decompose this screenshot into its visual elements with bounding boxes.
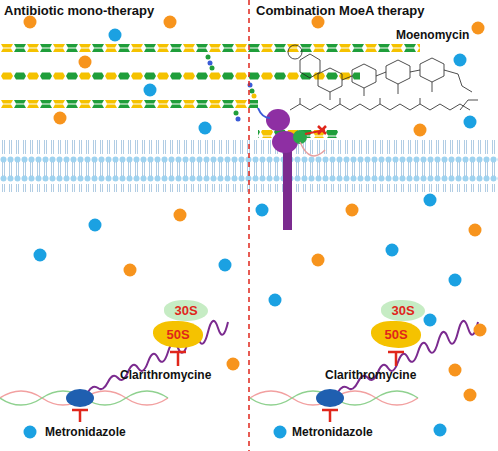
antibiotic-dot <box>227 358 240 371</box>
dna-helix <box>0 391 418 405</box>
rna-polymerase <box>316 389 344 407</box>
drug-name: Metronidazole <box>45 425 126 439</box>
subunit-label: 30S <box>391 303 414 318</box>
drug-name: Clarithromycine <box>325 368 416 382</box>
antibiotic-dot <box>24 426 37 439</box>
divider <box>248 0 250 451</box>
drug-name: Metronidazole <box>292 425 373 439</box>
antibiotic-dot <box>464 116 477 129</box>
antibiotic-dot <box>109 29 122 42</box>
lipid-layer <box>0 166 498 192</box>
antibiotic-dot <box>174 209 187 222</box>
antibiotic-dot <box>34 249 47 262</box>
panel-title: Combination MoeA therapy <box>256 3 425 18</box>
antibiotic-dot <box>386 244 399 257</box>
antibiotic-dot <box>474 324 487 337</box>
antibiotic-dot <box>469 224 482 237</box>
antibiotic-dot <box>424 194 437 207</box>
antibiotic-dot <box>424 314 437 327</box>
antibiotic-dot <box>219 259 232 272</box>
antibiotic-dot <box>464 389 477 402</box>
antibiotic-dot <box>54 112 67 125</box>
glycan-strand <box>0 100 258 108</box>
compound-name: Moenomycin <box>396 28 469 42</box>
antibiotic-dot <box>144 84 157 97</box>
glycan-link <box>258 108 270 118</box>
antibiotic-dot <box>449 274 462 287</box>
ribosome-30s: 30S <box>381 300 425 321</box>
ribosome-30s: 30S <box>164 300 208 321</box>
ribosome-50s: 50S <box>371 321 421 348</box>
antibiotic-dot <box>164 16 177 29</box>
ribosome-50s: 50S <box>153 321 203 348</box>
subunit-label: 50S <box>384 327 407 342</box>
antibiotic-dot <box>274 426 287 439</box>
antibiotic-dot <box>269 294 282 307</box>
antibiotic-dot <box>124 264 137 277</box>
subunit-label: 30S <box>174 303 197 318</box>
drug-name: Clarithromycine <box>120 368 211 382</box>
antibiotic-dot <box>199 122 212 135</box>
glycan-strand <box>0 44 420 52</box>
antibiotic-dot <box>434 424 447 437</box>
antibiotic-dot <box>256 204 269 217</box>
antibiotic-dot <box>449 364 462 377</box>
subunit-label: 50S <box>166 327 189 342</box>
antibiotic-dot <box>414 124 427 137</box>
pbp-protein <box>266 109 326 230</box>
panel-title: Antibiotic mono-therapy <box>4 3 154 18</box>
mrna <box>88 321 478 392</box>
antibiotic-dot <box>312 254 325 267</box>
antibiotic-dot <box>454 54 467 67</box>
antibiotic-dot <box>89 219 102 232</box>
moenomycin-structure <box>288 45 478 110</box>
rna-polymerase <box>66 389 94 407</box>
antibiotic-molecules <box>24 16 487 439</box>
antibiotic-dot <box>79 56 92 69</box>
antibiotic-dot <box>346 204 359 217</box>
inhibition-mark <box>72 352 404 422</box>
antibiotic-dot <box>472 22 485 35</box>
